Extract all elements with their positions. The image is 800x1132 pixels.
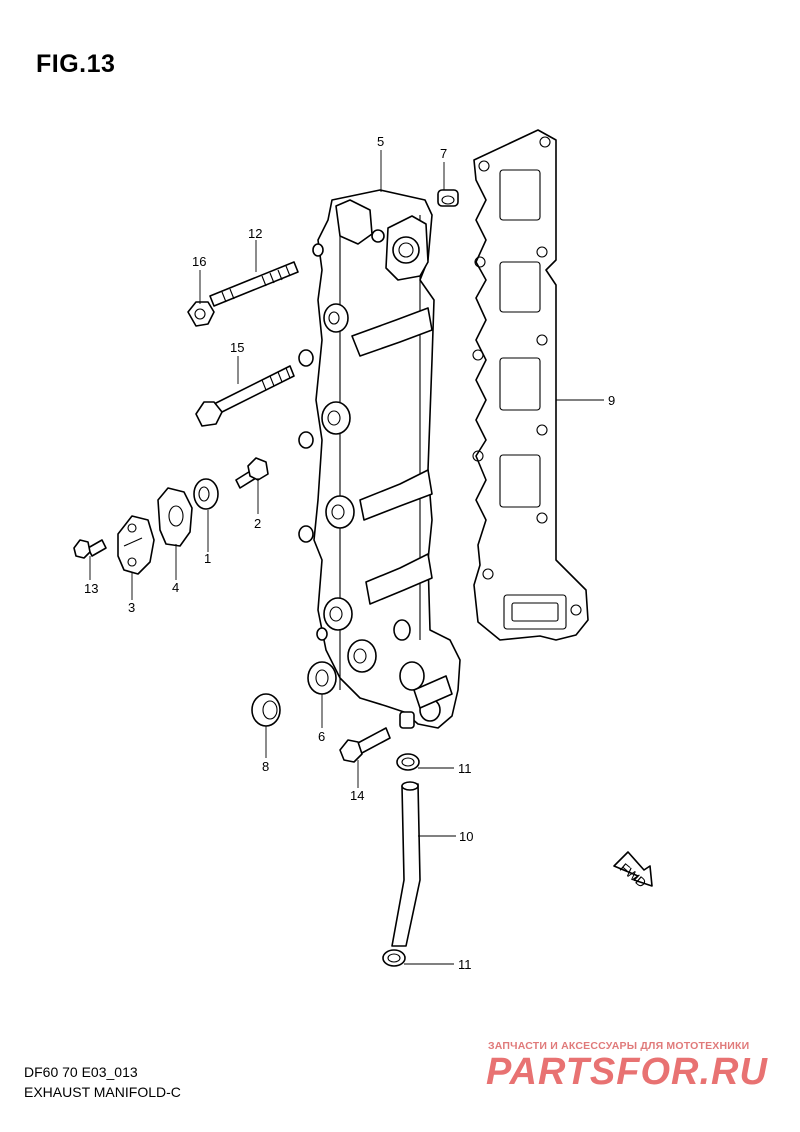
callout-3: 3: [128, 600, 135, 615]
callout-labels: 5 7 12 16 15 9 2 1 4 13 3 6 8 11 14 10 1…: [84, 134, 615, 972]
stud-part-12: [209, 261, 299, 307]
model-code: DF60 70 E03_013: [24, 1064, 138, 1080]
callout-11-top: 11: [458, 761, 472, 776]
callout-8: 8: [262, 759, 269, 774]
bolt-part-14: [339, 727, 391, 763]
callout-5: 5: [377, 134, 384, 149]
callout-14: 14: [350, 788, 364, 803]
nut-part-16: [187, 301, 215, 327]
hose-clip-part-11-top: [396, 753, 420, 771]
callout-13: 13: [84, 581, 98, 596]
bolt-part-2: [235, 457, 269, 489]
watermark-logo: PARTSFOR.RU: [486, 1051, 768, 1093]
figure-title: FIG.13: [36, 50, 116, 78]
fwd-label: FWD: [617, 860, 649, 891]
hose-part-10: [391, 781, 421, 947]
plug-part-7: [437, 189, 459, 207]
callout-2: 2: [254, 516, 261, 531]
callout-15: 15: [230, 340, 244, 355]
callout-16: 16: [192, 254, 206, 269]
diagram-name: EXHAUST MANIFOLD-C: [24, 1084, 181, 1100]
bolt-part-15: [195, 365, 295, 427]
manifold-body-part-5: [298, 189, 461, 729]
washer-part-6: [307, 661, 337, 695]
gasket-part-4: [157, 487, 193, 547]
cover-part-3: [117, 515, 155, 575]
callout-9: 9: [608, 393, 615, 408]
gasket-part-9: [472, 129, 589, 641]
leader-lines: [89, 150, 604, 965]
grommet-part-8: [251, 693, 281, 727]
hose-clip-part-11-bottom: [382, 949, 406, 967]
callout-1: 1: [204, 551, 211, 566]
callout-11-bottom: 11: [458, 957, 472, 972]
callout-4: 4: [172, 580, 179, 595]
spacer-part-1: [193, 478, 219, 510]
callout-7: 7: [440, 146, 447, 161]
callout-6: 6: [318, 729, 325, 744]
callout-12: 12: [248, 226, 262, 241]
callout-10: 10: [459, 829, 473, 844]
forward-direction-marker: FWD: [613, 851, 653, 891]
watermark-subtitle: ЗАПЧАСТИ И АКСЕССУАРЫ ДЛЯ МОТОТЕХНИКИ: [488, 1040, 750, 1052]
bolt-part-13: [73, 539, 107, 559]
